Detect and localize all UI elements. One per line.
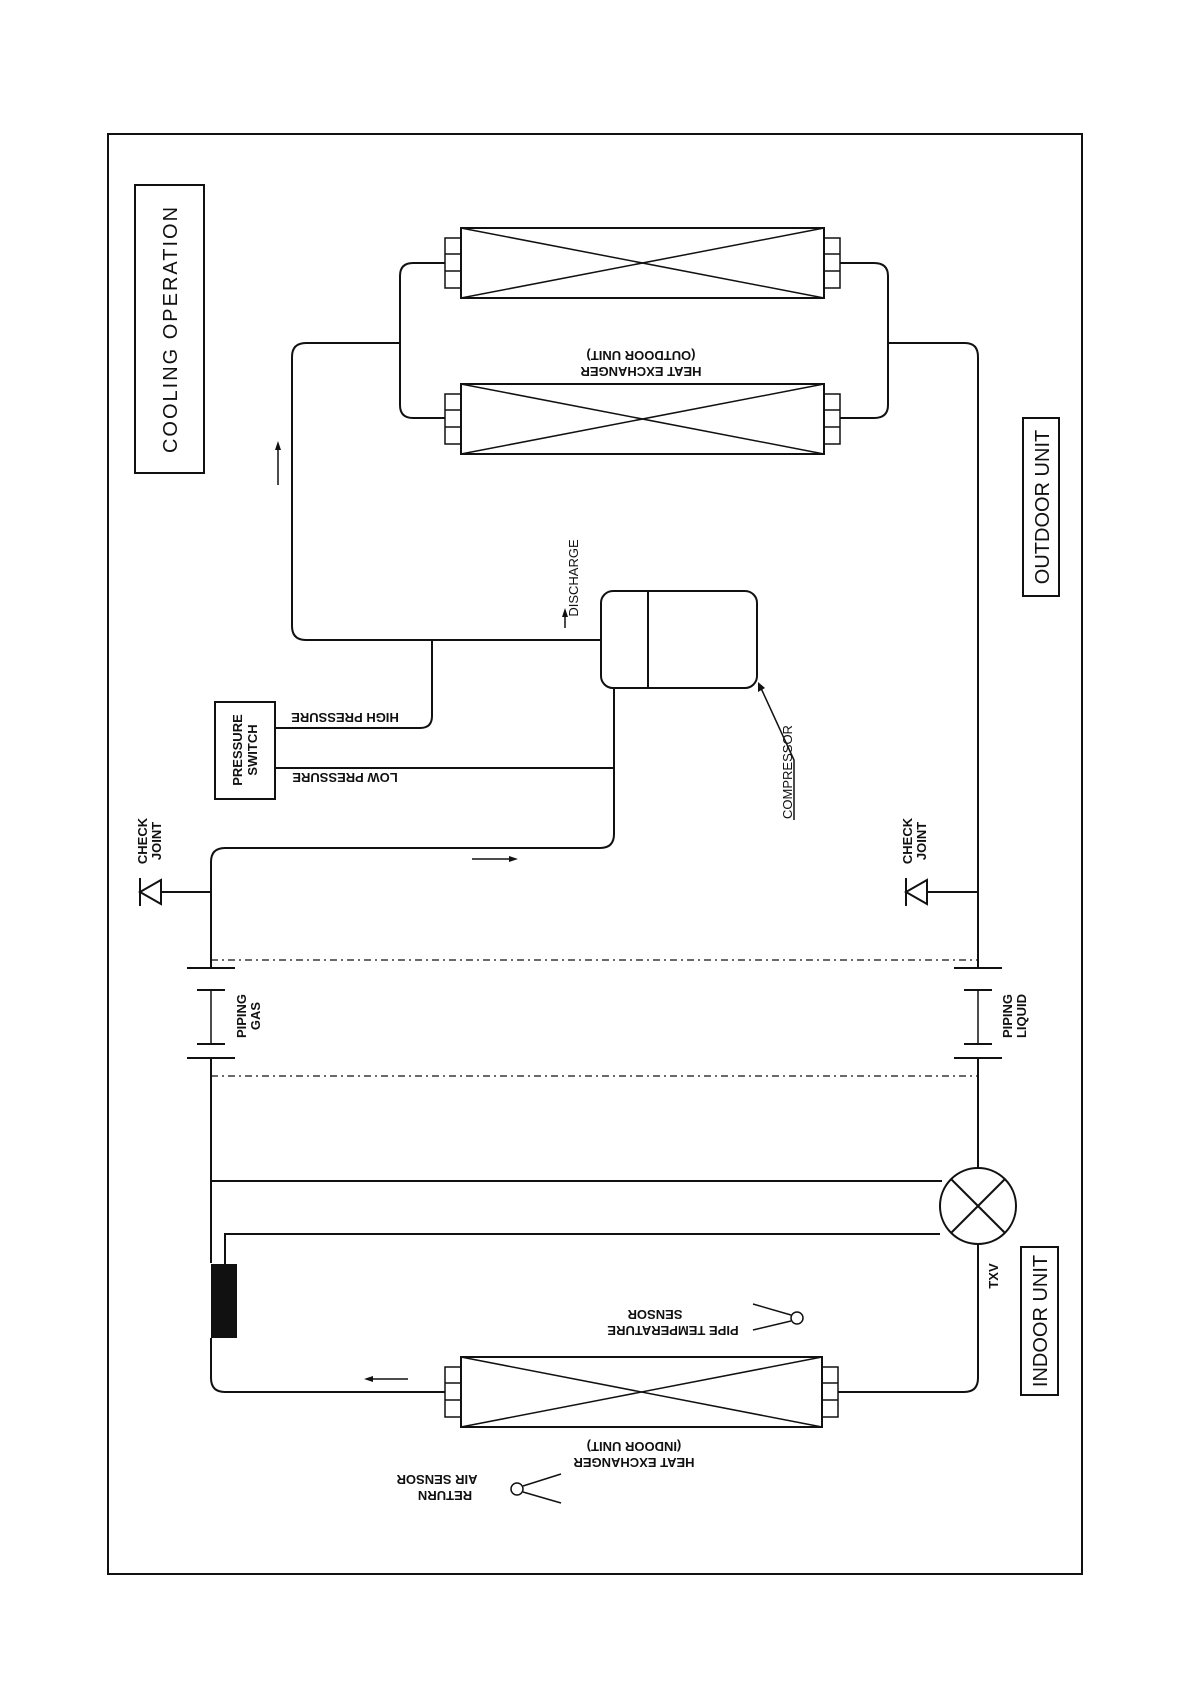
pipe-temperature-sensor-line1: PIPE TEMPERATURE	[607, 1323, 739, 1338]
outdoor-heat-exchanger-left-coil	[445, 228, 840, 298]
txv-sensing-bulb	[211, 1264, 237, 1338]
title-box: COOLING OPERATION	[135, 185, 204, 473]
indoor-coil-inlet-pipe	[838, 1244, 978, 1392]
piping-gas-line2: GAS	[248, 1002, 263, 1031]
discharge-pipe	[292, 343, 601, 640]
heat-exchanger-indoor-label: HEAT EXCHANGER (INDOOR UNIT)	[573, 1439, 695, 1470]
indoor-unit-label: INDOOR UNIT	[1030, 1255, 1052, 1387]
check-joint-liquid	[906, 878, 978, 906]
heat-exchanger-indoor-line2: (INDOOR UNIT)	[587, 1439, 682, 1454]
piping-liquid-flanges	[954, 960, 1002, 1076]
piping-liquid-line1: PIPING	[1000, 994, 1015, 1038]
outdoor-coil-inlet-manifold	[400, 263, 445, 418]
compressor-label: COMPRESSOR	[780, 725, 795, 819]
indoor-coil-outlet-pipe	[211, 1338, 445, 1392]
outdoor-coil-outlet-manifold	[840, 263, 888, 418]
heat-exchanger-indoor-line1: HEAT EXCHANGER	[573, 1455, 695, 1470]
indoor-unit-box: INDOOR UNIT	[1021, 1247, 1058, 1395]
piping-gas-flanges	[187, 960, 235, 1076]
txv-bulb-capillary	[225, 1234, 940, 1264]
title-text: COOLING OPERATION	[160, 205, 182, 453]
compressor	[601, 591, 757, 688]
check-joint-gas-line1: CHECK	[135, 817, 150, 864]
outdoor-unit-box: OUTDOOR UNIT	[1023, 418, 1059, 596]
flow-arrow-indoor-coil	[364, 1376, 408, 1382]
low-pressure-label: LOW PRESSURE	[292, 770, 398, 785]
flow-arrow-suction	[472, 856, 518, 862]
txv-label: TXV	[986, 1263, 1001, 1289]
outdoor-unit-label: OUTDOOR UNIT	[1032, 430, 1054, 584]
heat-exchanger-outdoor-line2: (OUTDOOR UNIT)	[586, 348, 695, 363]
indoor-heat-exchanger-coil	[445, 1357, 838, 1427]
return-air-sensor-line2: AIR SENSOR	[396, 1472, 478, 1487]
return-air-sensor-line1: RETURN	[418, 1488, 472, 1503]
check-joint-gas-line2: JOINT	[149, 822, 164, 860]
pressure-switch-line1: PRESSURE	[230, 714, 245, 786]
outdoor-heat-exchanger-right-coil	[445, 384, 840, 454]
return-air-sensor	[511, 1474, 561, 1503]
discharge-label: DISCHARGE	[566, 539, 581, 617]
pressure-switch-line2: SWITCH	[245, 724, 260, 775]
pipe-temperature-sensor-line2: SENSOR	[627, 1307, 683, 1322]
check-joint-liquid-line2: JOINT	[914, 822, 929, 860]
liquid-pipe-outdoor	[888, 343, 978, 960]
heat-exchanger-outdoor-label: HEAT EXCHANGER (OUTDOOR UNIT)	[580, 348, 702, 379]
piping-gas-line1: PIPING	[234, 994, 249, 1038]
flow-arrow-discharge-pipe	[275, 441, 281, 485]
pipe-temperature-sensor	[753, 1304, 803, 1330]
heat-exchanger-outdoor-line1: HEAT EXCHANGER	[580, 364, 702, 379]
piping-liquid-line2: LIQUID	[1014, 994, 1029, 1038]
high-pressure-label: HIGH PRESSURE	[291, 710, 399, 725]
check-joint-liquid-line1: CHECK	[900, 817, 915, 864]
check-joint-gas	[140, 878, 211, 906]
txv-valve	[940, 1168, 1016, 1244]
